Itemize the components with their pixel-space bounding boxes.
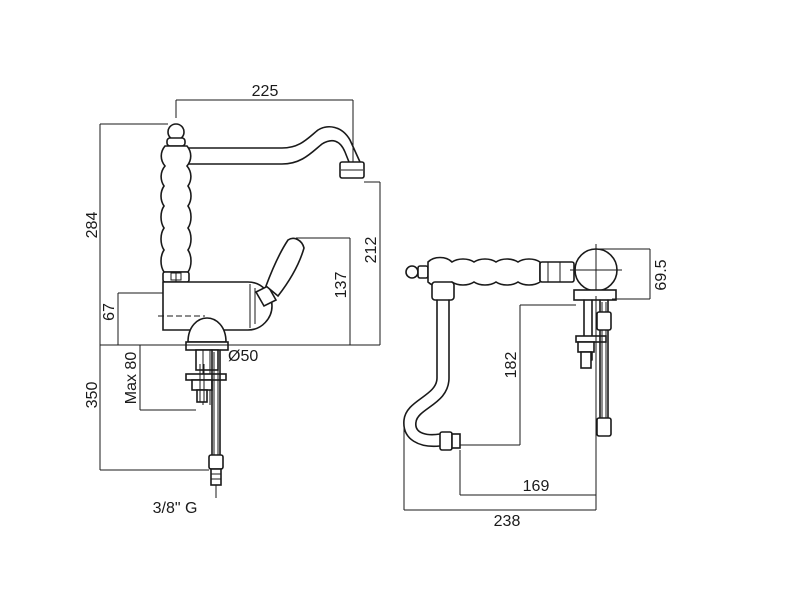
side-finial <box>405 265 419 279</box>
front-dimensions <box>99 99 381 498</box>
faucet-column <box>160 145 192 273</box>
dim-label-225: 225 <box>252 83 279 100</box>
dim-label-connection: 3/8" G <box>153 500 198 517</box>
dim-label-350: 350 <box>84 382 101 409</box>
dim-label-69-5: 69.5 <box>653 259 670 290</box>
base-dome <box>187 317 227 343</box>
mounting-shank <box>195 349 219 371</box>
dim-label-284: 284 <box>84 212 101 239</box>
dim-label-137: 137 <box>333 272 350 299</box>
dim-label-238: 238 <box>494 513 521 530</box>
dim-label-max80: Max 80 <box>123 352 140 405</box>
dim-label-212: 212 <box>363 237 380 264</box>
front-view <box>158 100 365 486</box>
dim-label-67: 67 <box>101 303 118 321</box>
dim-label-diameter: Ø50 <box>228 348 258 365</box>
handle-lever <box>254 237 305 308</box>
side-dimensions <box>403 248 651 511</box>
dim-label-169: 169 <box>523 478 550 495</box>
dim-label-182: 182 <box>503 352 520 379</box>
side-pipe <box>403 299 450 448</box>
front-spout <box>187 126 361 165</box>
flex-hose <box>208 349 224 486</box>
faucet-body <box>162 281 273 331</box>
side-view <box>403 244 622 451</box>
